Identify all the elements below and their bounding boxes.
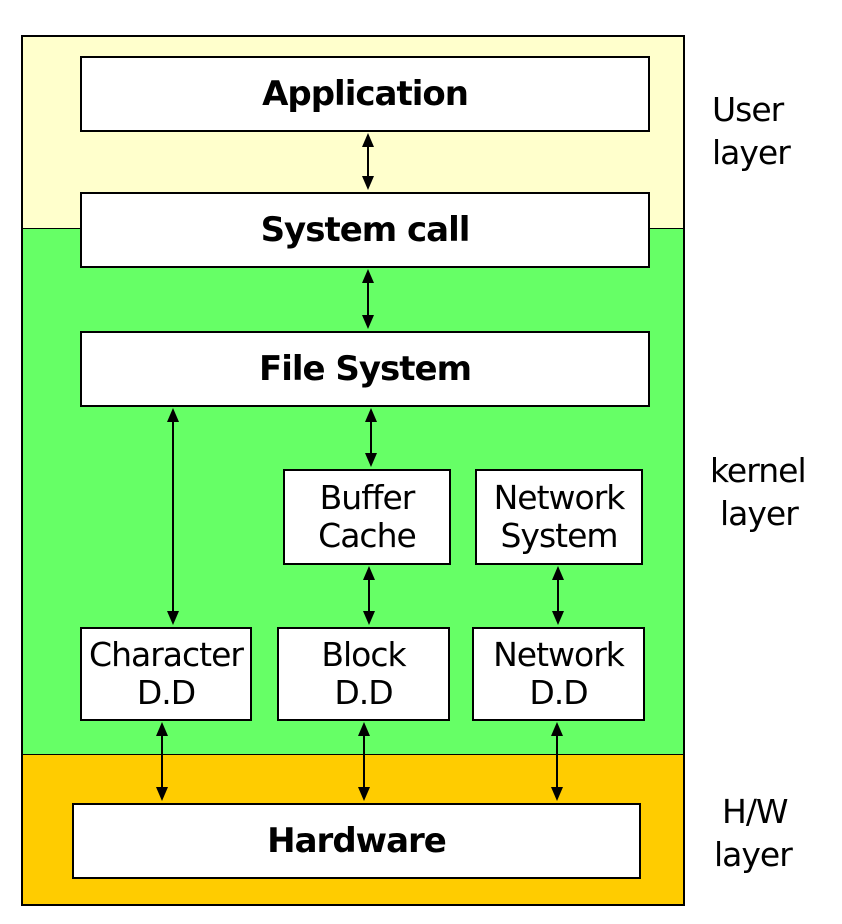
network-system-line1: Network (493, 478, 626, 517)
network-dd-box: Network D.D (472, 627, 645, 721)
character-dd-line2: D.D (136, 673, 196, 712)
file-system-label: File System (258, 349, 472, 389)
system-call-label: System call (260, 210, 471, 250)
network-system-box: Network System (475, 469, 643, 565)
buffer-cache-line2: Cache (318, 516, 417, 555)
character-dd-box: Character D.D (80, 627, 252, 721)
hardware-box: Hardware (72, 803, 641, 879)
character-dd-line1: Character (89, 635, 244, 674)
buffer-cache-box: Buffer Cache (283, 469, 451, 565)
network-system-line2: System (500, 516, 618, 555)
hw-layer-label: H/W layer (714, 792, 793, 874)
file-system-box: File System (80, 331, 650, 407)
block-dd-box: Block D.D (277, 627, 450, 721)
buffer-cache-line1: Buffer (319, 478, 416, 517)
hardware-label: Hardware (267, 821, 447, 861)
network-dd-line1: Network (493, 635, 625, 674)
application-label: Application (262, 74, 469, 114)
block-dd-line1: Block (321, 635, 406, 674)
user-layer-label: User layer (712, 90, 791, 172)
kernel-layer-label: kernel layer (710, 451, 807, 533)
block-dd-line2: D.D (334, 673, 393, 712)
application-box: Application (80, 56, 650, 132)
network-dd-line2: D.D (529, 673, 588, 712)
system-call-box: System call (80, 192, 650, 268)
